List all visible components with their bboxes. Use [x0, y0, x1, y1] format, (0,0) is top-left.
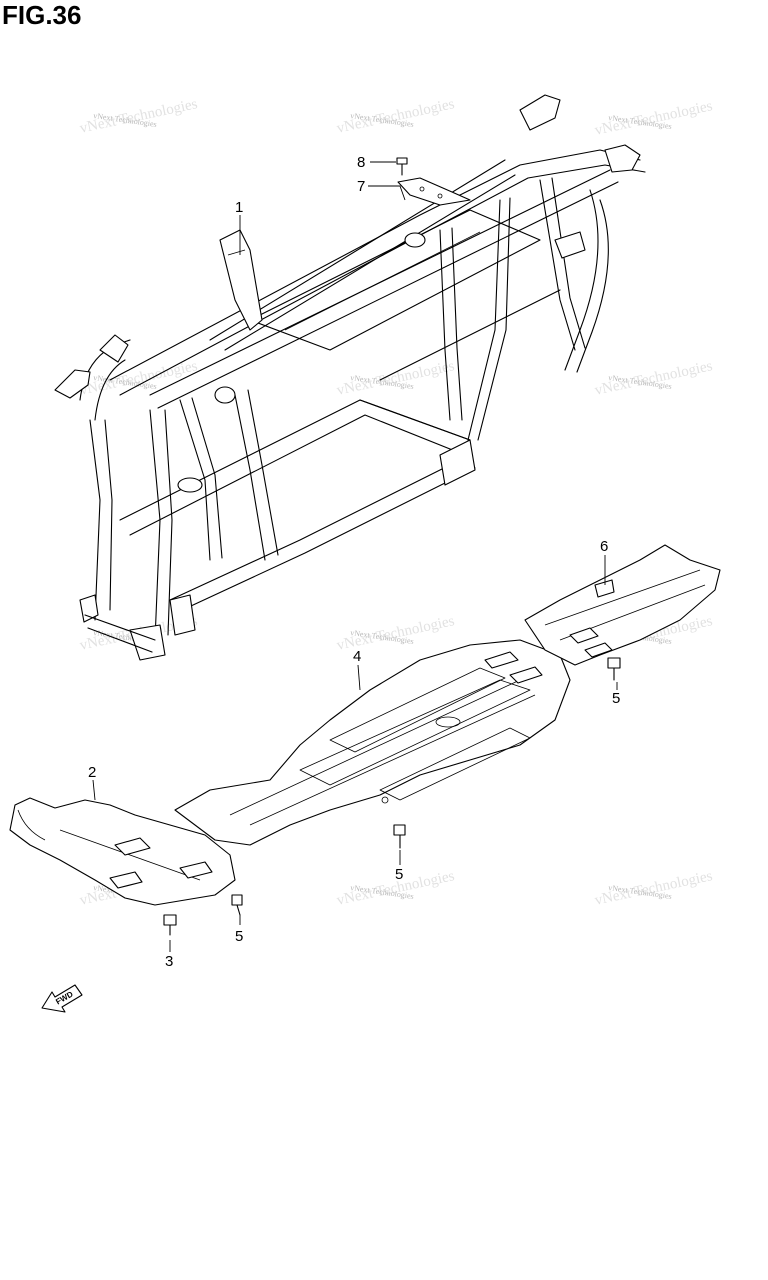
figure-title: FIG.36	[2, 0, 82, 30]
callout-5-right: 5	[612, 690, 620, 707]
fwd-arrow: FWD	[41, 984, 83, 1013]
callout-8: 8	[357, 154, 365, 171]
rear-skid-plate-drawing	[524, 544, 721, 666]
center-skid-plate-drawing	[174, 639, 571, 846]
callout-3: 3	[165, 953, 173, 970]
callout-5-left: 5	[235, 928, 243, 945]
callout-6: 6	[600, 538, 608, 555]
frame-drawing	[54, 94, 646, 661]
callout-4: 4	[353, 648, 361, 665]
callout-7: 7	[357, 178, 365, 195]
callout-5-center: 5	[395, 866, 403, 883]
leader-lines	[92, 161, 618, 952]
front-skid-plate-drawing	[9, 797, 236, 906]
bolt-drawings	[163, 657, 621, 936]
callout-2: 2	[88, 764, 96, 781]
callout-1: 1	[235, 199, 243, 216]
